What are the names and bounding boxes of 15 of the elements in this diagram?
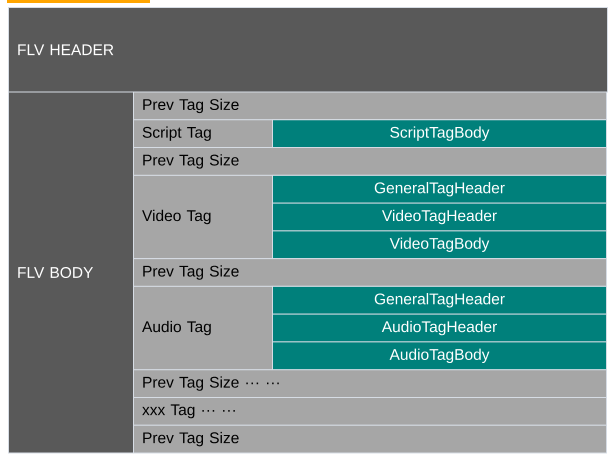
field-box: AudioTagBody — [272, 341, 607, 370]
field-box: AudioTagHeader — [272, 314, 607, 342]
field-box: ScriptTagBody — [272, 119, 607, 148]
field-box: GeneralTagHeader — [272, 286, 607, 315]
row-box: Prev Tag Size — [133, 147, 607, 176]
field-box: GeneralTagHeader — [272, 174, 607, 204]
row-box: Prev Tag Size ··· ··· — [133, 369, 607, 398]
row-box: Prev Tag Size — [133, 424, 607, 454]
section-box: FLV HEADER — [8, 7, 608, 92]
field-box: VideoTagHeader — [272, 202, 607, 232]
field-box: VideoTagBody — [272, 230, 607, 260]
row-box: xxx Tag ··· ··· — [133, 396, 607, 426]
row-box: Prev Tag Size — [133, 258, 607, 287]
row-box: Prev Tag Size — [133, 92, 607, 120]
section-box: FLV BODY — [8, 92, 134, 454]
